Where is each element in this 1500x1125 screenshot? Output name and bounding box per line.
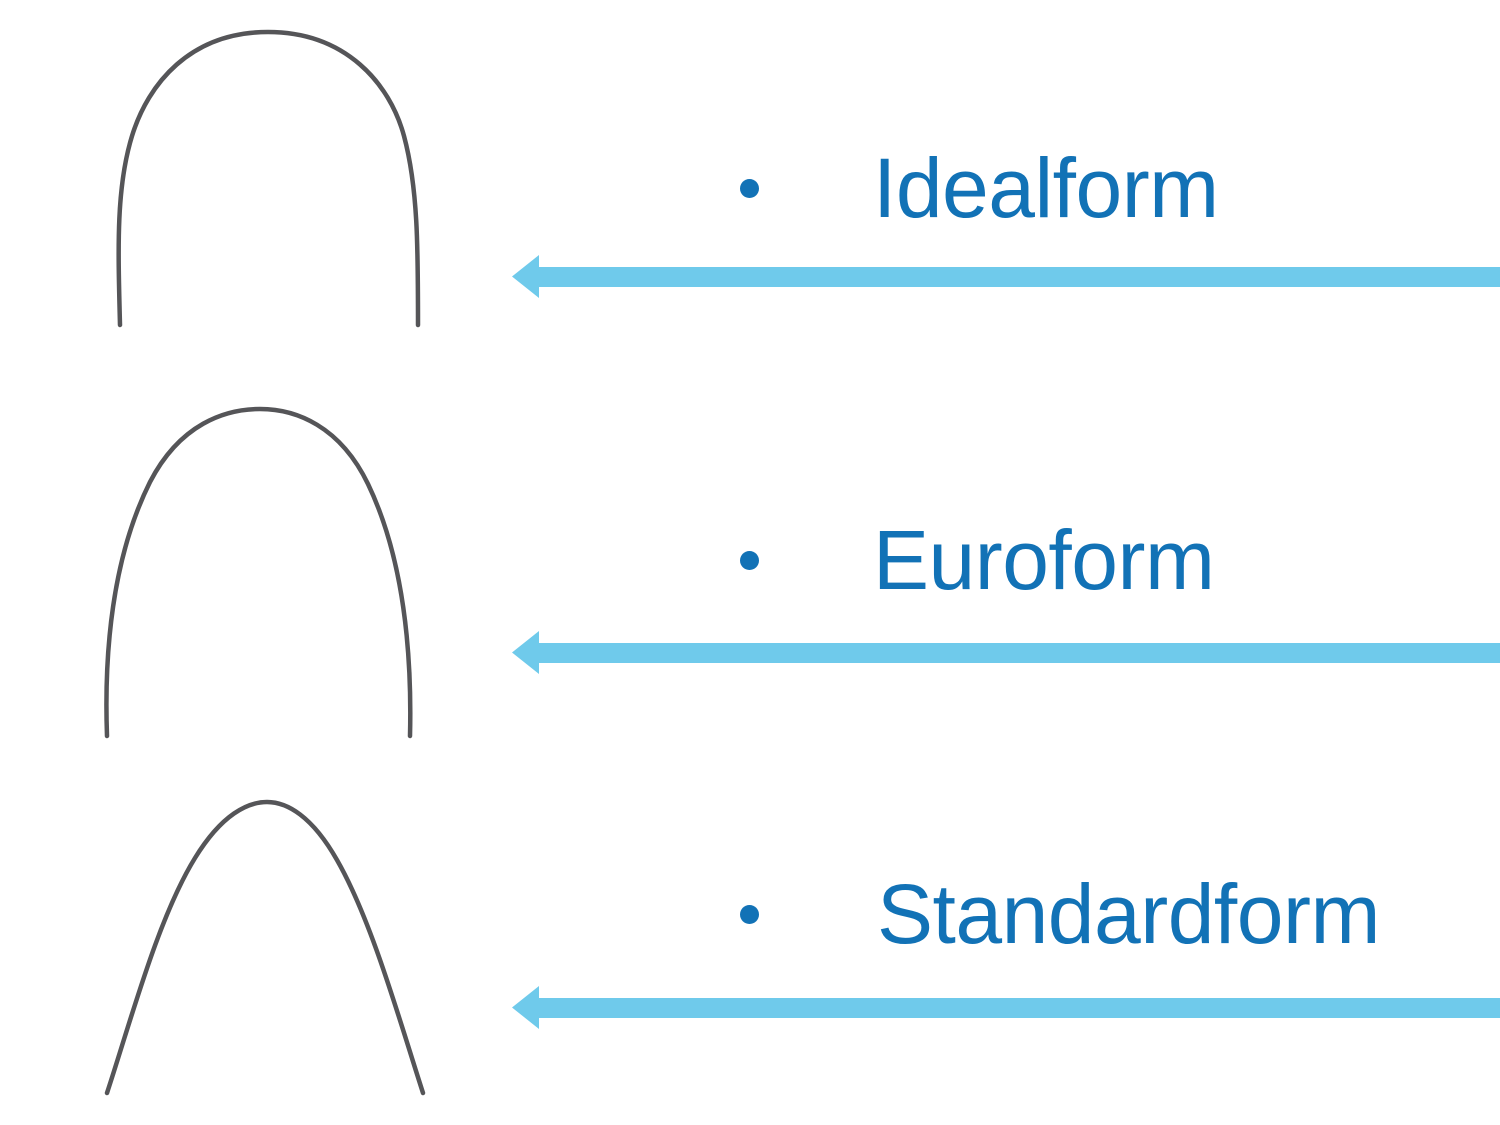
- archwire-euroform-graphic: [104, 406, 413, 739]
- left-arrow-shape: [512, 631, 1500, 674]
- arrow-standardform-graphic: [512, 986, 1500, 1029]
- arrow-standardform: [508, 982, 1500, 1034]
- archwire-euroform: [0, 398, 520, 748]
- arrow-idealform: [508, 251, 1500, 303]
- bullet-row-idealform: Idealform: [740, 146, 1219, 230]
- left-arrow-shape: [512, 255, 1500, 298]
- label-euroform: Euroform: [873, 513, 1215, 607]
- archwire-standardform: [0, 790, 520, 1105]
- arrow-euroform: [508, 627, 1500, 679]
- archwire-idealform-path: [116, 29, 421, 328]
- archwire-idealform-graphic: [116, 29, 421, 328]
- label-idealform: Idealform: [873, 141, 1219, 235]
- bullet-icon: [740, 550, 759, 570]
- bullet-row-euroform: Euroform: [740, 513, 1215, 607]
- archwire-idealform: [0, 18, 520, 338]
- arrow-euroform-graphic: [512, 631, 1500, 674]
- arrow-idealform-graphic: [512, 255, 1500, 298]
- bullet-icon: [740, 904, 759, 924]
- bullet-row-standardform: Standardform: [740, 872, 1380, 956]
- label-standardform: Standardform: [877, 867, 1380, 961]
- archwire-euroform-path: [104, 406, 413, 739]
- archwire-standardform-graphic: [104, 799, 426, 1096]
- bullet-icon: [740, 178, 759, 198]
- left-arrow-shape: [512, 986, 1500, 1029]
- archwire-standardform-path: [104, 799, 426, 1096]
